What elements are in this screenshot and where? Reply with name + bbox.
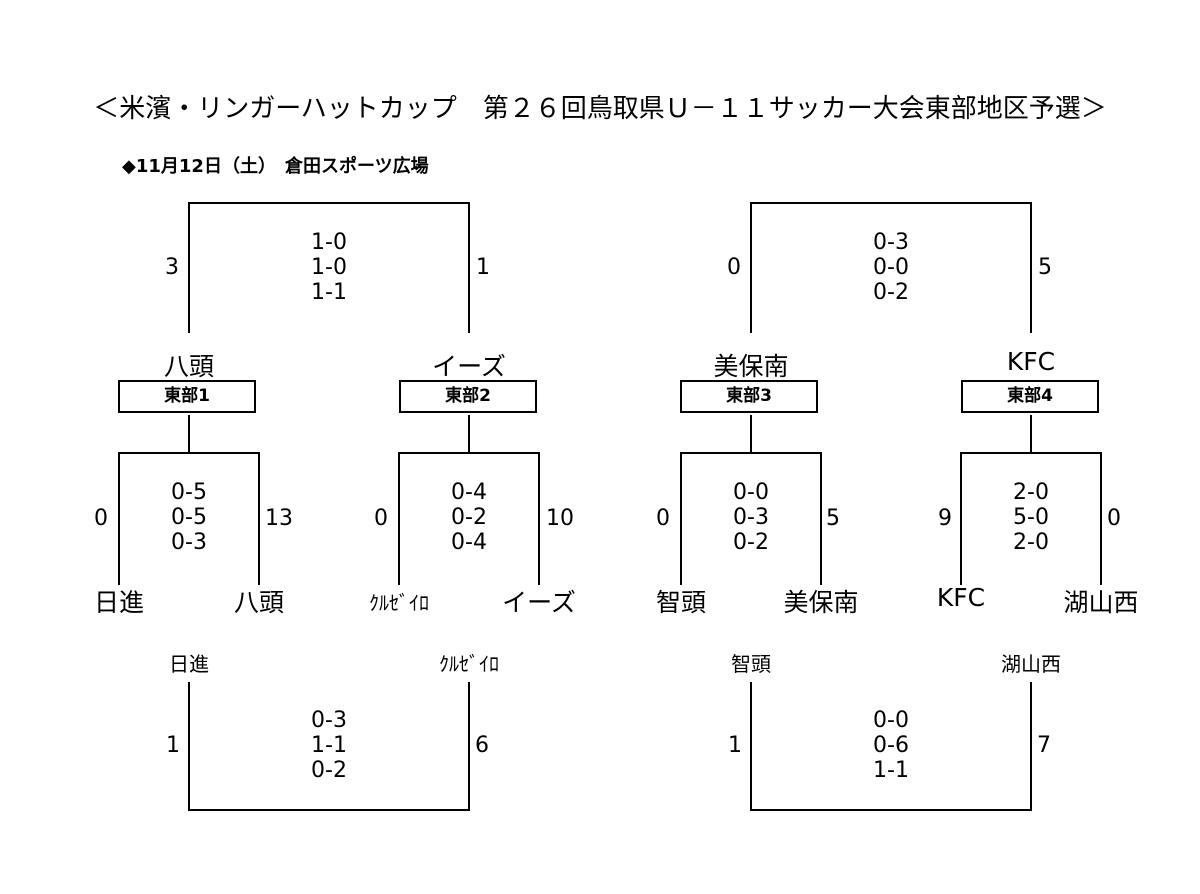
group-bracket-line-1 <box>118 452 260 585</box>
score-line: 1-0 <box>311 255 347 280</box>
score-line: 0-5 <box>171 505 207 530</box>
group-4-right-total: 0 <box>1107 506 1121 531</box>
group-4-winner: KFC <box>1006 347 1056 376</box>
score-line: 0-0 <box>733 480 769 505</box>
group-2-left-total: 0 <box>374 506 388 531</box>
group-3-label-box: 東部3 <box>680 380 818 413</box>
lower-match-1-scores: 0-3 1-1 0-2 <box>289 708 369 783</box>
lower-match-1-left-team: 日進 <box>169 652 209 676</box>
score-line: 1-0 <box>311 230 347 255</box>
lower-match-2-left-team: 智頭 <box>731 652 771 676</box>
group-2-scores: 0-4 0-2 0-4 <box>429 480 509 555</box>
group-1-label-box: 東部1 <box>118 380 256 413</box>
group-3-right-team: 美保南 <box>783 588 859 617</box>
upper-match-1-right-total: 1 <box>476 255 490 280</box>
score-line: 0-4 <box>451 480 487 505</box>
match-date-venue: ◆11月12日（土） 倉田スポーツ広場 <box>122 156 429 177</box>
upper-bracket-line-1 <box>188 202 470 333</box>
group-1-scores: 0-5 0-5 0-3 <box>149 480 229 555</box>
score-line: 0-3 <box>171 530 207 555</box>
score-line: 0-2 <box>451 505 487 530</box>
group-4-left-total: 9 <box>938 506 952 531</box>
score-line: 1-1 <box>873 758 909 783</box>
group-2-right-team: イーズ <box>502 588 576 617</box>
score-line: 0-3 <box>311 708 347 733</box>
lower-bracket-line-1 <box>188 682 470 811</box>
lower-match-2-right-total: 7 <box>1037 733 1051 758</box>
lower-match-1-right-total: 6 <box>475 733 489 758</box>
score-line: 0-2 <box>311 758 347 783</box>
score-line: 0-0 <box>873 255 909 280</box>
group-2-left-team: ｸﾙｾﾞｲﾛ <box>369 591 429 615</box>
page-title: ＜米濱・リンガーハットカップ 第２６回鳥取県Ｕ－１１サッカー大会東部地区予選＞ <box>93 94 1107 124</box>
group-2-label-box: 東部2 <box>399 380 537 413</box>
lower-match-2-left-total: 1 <box>728 733 742 758</box>
group-4-label-box: 東部4 <box>961 380 1099 413</box>
group-4-right-team: 湖山西 <box>1063 588 1139 617</box>
group-1-right-total: 13 <box>265 506 293 531</box>
group-bracket-line-4 <box>960 452 1102 585</box>
group-3-winner: 美保南 <box>713 352 789 381</box>
group-3-left-total: 0 <box>656 506 670 531</box>
group-4-left-team: KFC <box>936 583 986 612</box>
upper-match-2-right-total: 5 <box>1038 255 1052 280</box>
upper-match-1-left-total: 3 <box>165 255 179 280</box>
lower-match-2-scores: 0-0 0-6 1-1 <box>851 708 931 783</box>
score-line: 0-6 <box>873 733 909 758</box>
score-line: 0-4 <box>451 530 487 555</box>
group-3-left-team: 智頭 <box>655 588 706 617</box>
score-line: 5-0 <box>1013 505 1049 530</box>
group-bracket-line-2 <box>398 452 540 585</box>
group-1-left-total: 0 <box>94 506 108 531</box>
score-line: 0-2 <box>733 530 769 555</box>
score-line: 2-0 <box>1013 480 1049 505</box>
group-bracket-line-3 <box>680 452 822 585</box>
score-line: 0-5 <box>171 480 207 505</box>
lower-bracket-line-2 <box>750 682 1032 811</box>
group-1-winner: 八頭 <box>163 352 214 381</box>
lower-match-1-left-total: 1 <box>166 733 180 758</box>
group-1-left-team: 日進 <box>93 588 144 617</box>
score-line: 0-2 <box>873 280 909 305</box>
upper-match-1-scores: 1-0 1-0 1-1 <box>289 230 369 305</box>
upper-match-2-scores: 0-3 0-0 0-2 <box>851 230 931 305</box>
group-3-scores: 0-0 0-3 0-2 <box>711 480 791 555</box>
score-line: 0-3 <box>733 505 769 530</box>
score-line: 0-0 <box>873 708 909 733</box>
score-line: 2-0 <box>1013 530 1049 555</box>
group-3-right-total: 5 <box>826 506 840 531</box>
score-line: 0-3 <box>873 230 909 255</box>
score-line: 1-1 <box>311 733 347 758</box>
upper-bracket-line-2 <box>750 202 1032 333</box>
group-1-right-team: 八頭 <box>233 588 284 617</box>
group-2-winner: イーズ <box>432 352 506 381</box>
lower-match-2-right-team: 湖山西 <box>1001 652 1061 676</box>
upper-match-2-left-total: 0 <box>727 255 741 280</box>
group-4-scores: 2-0 5-0 2-0 <box>991 480 1071 555</box>
score-line: 1-1 <box>311 280 347 305</box>
lower-match-1-right-team: ｸﾙｾﾞｲﾛ <box>439 652 499 676</box>
group-2-right-total: 10 <box>546 506 574 531</box>
